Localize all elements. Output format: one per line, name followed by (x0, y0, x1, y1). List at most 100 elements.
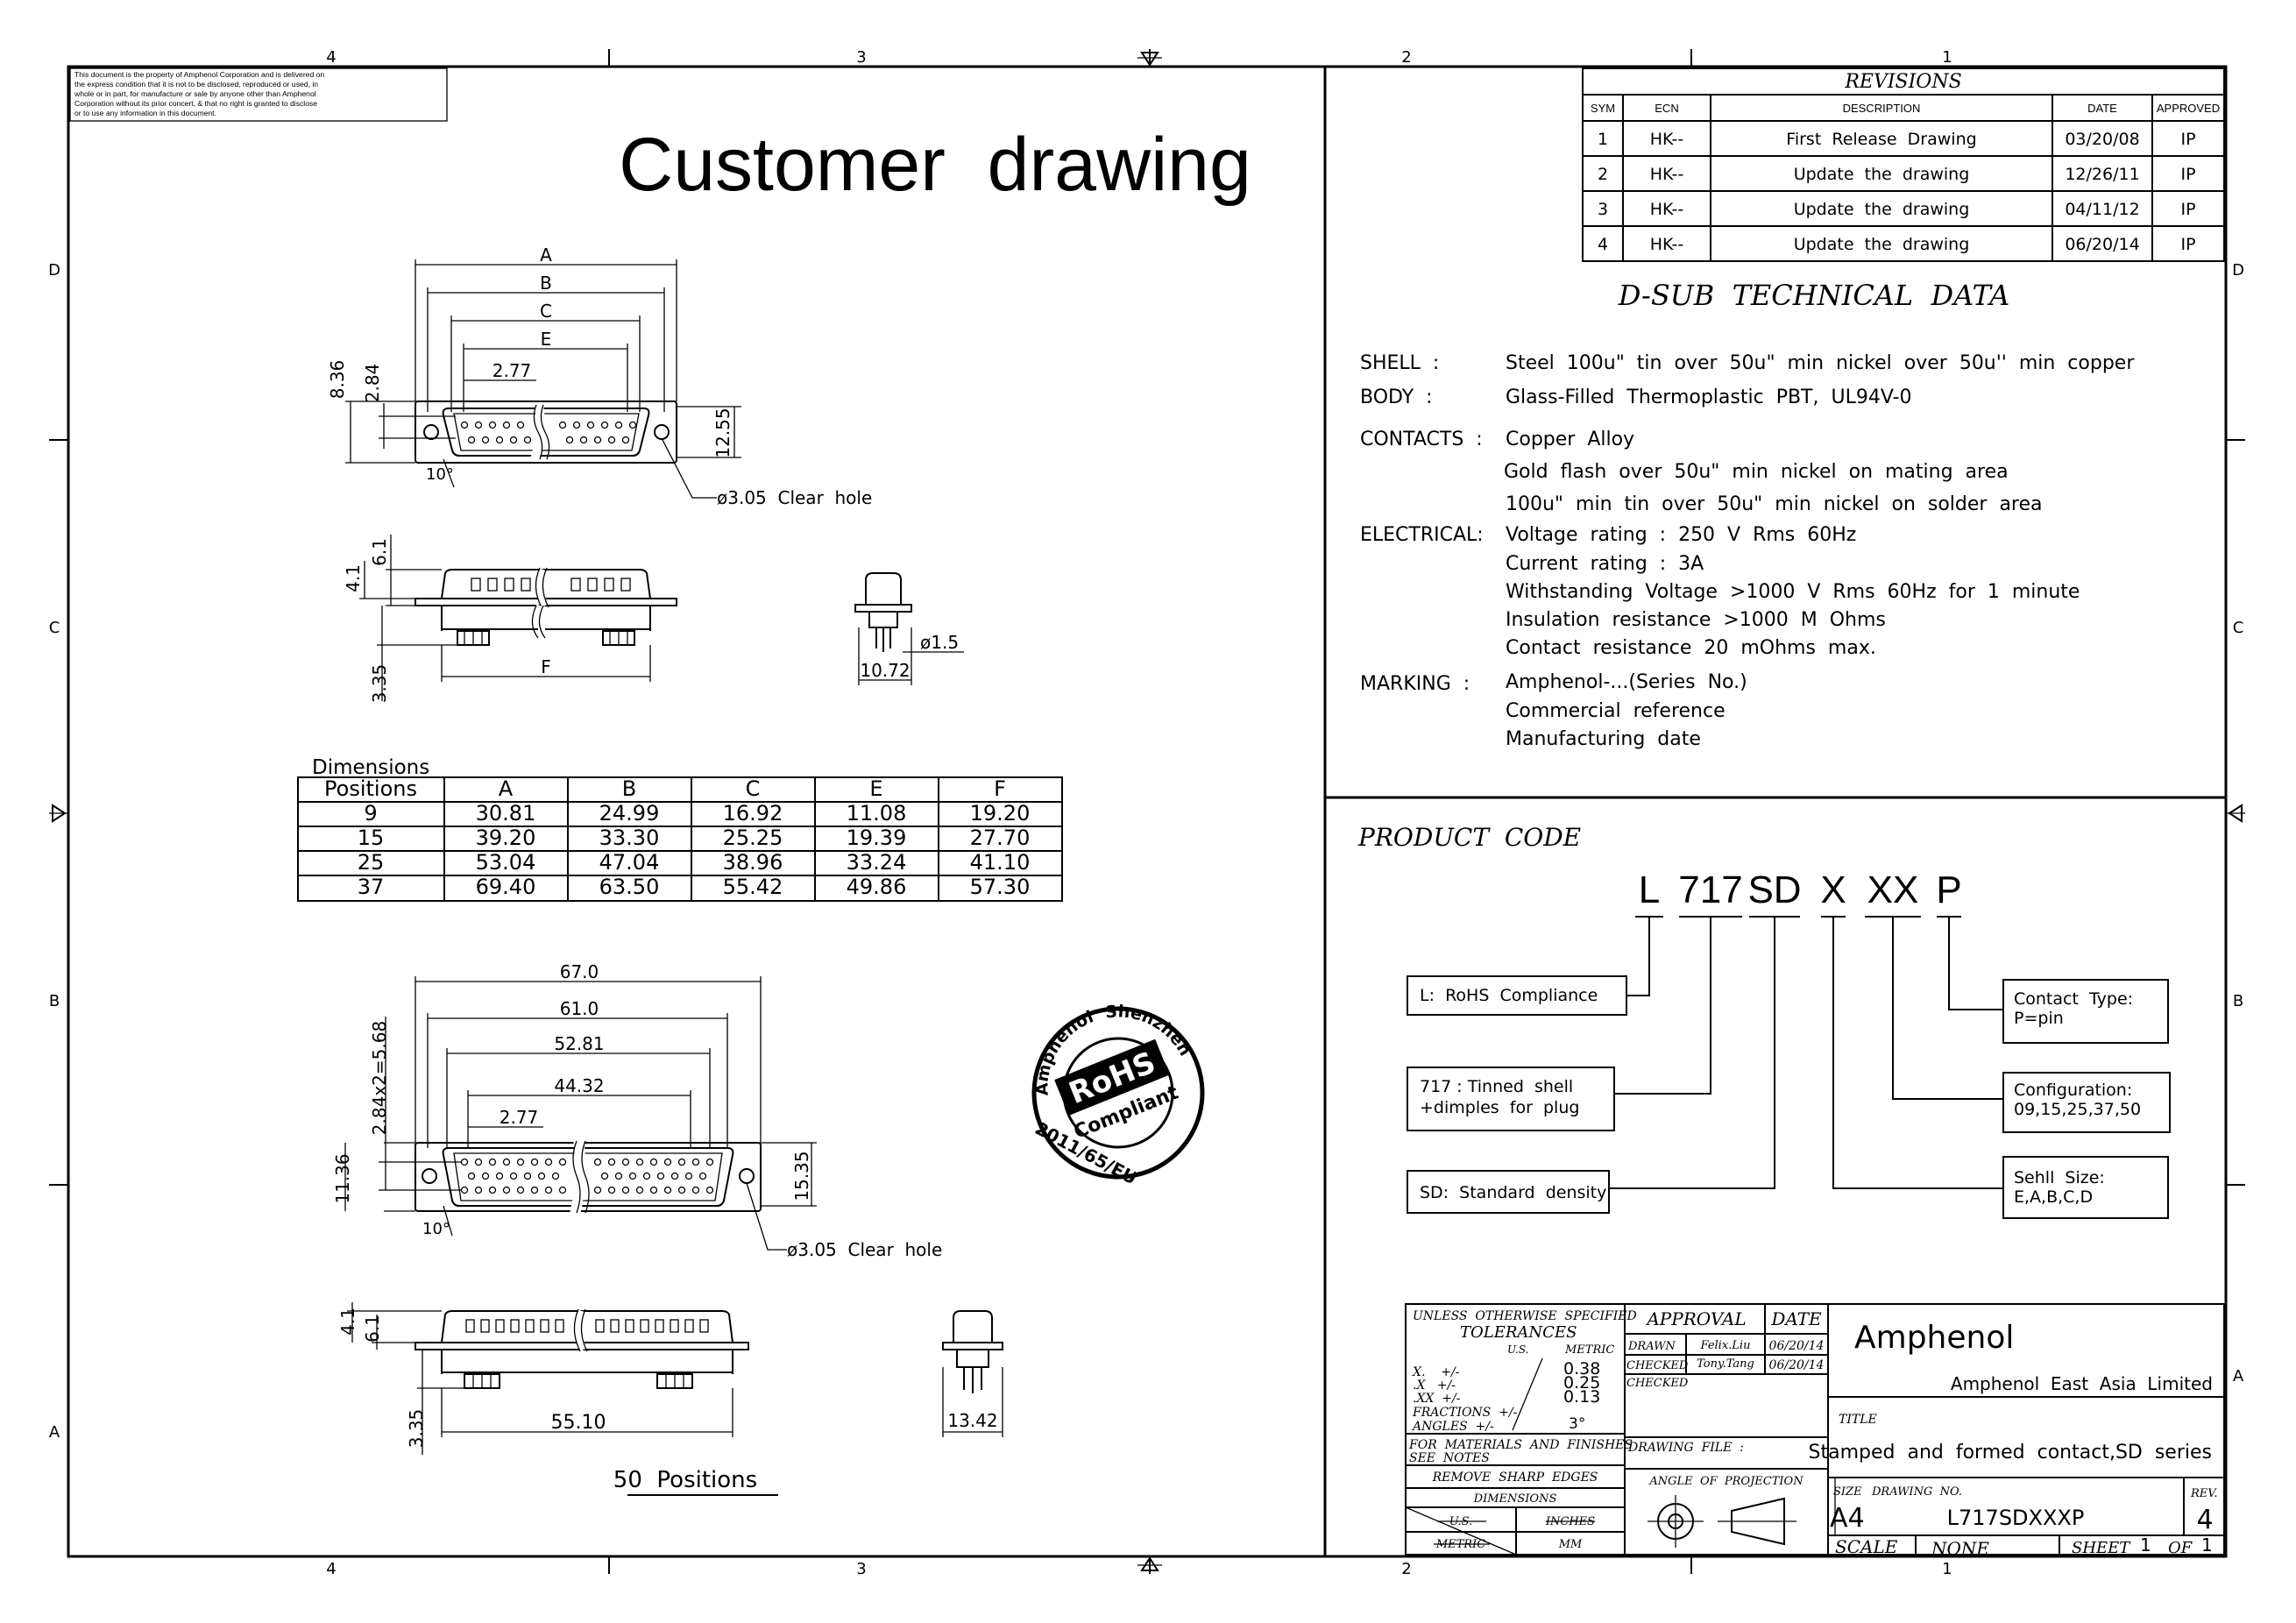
dim-15-label: 15.35 (791, 1151, 812, 1201)
svg-text:9: 9 (364, 801, 377, 826)
tb-tol-1x: .X +/- (1413, 1378, 1456, 1393)
tb-drawing-no-label: DRAWING NO. (1871, 1485, 1962, 1499)
tb-tol-2x-val: 0.13 (1563, 1387, 1600, 1407)
code-segment-x: X (1820, 868, 1846, 911)
tb-drawing-file: DRAWING FILE : (1627, 1441, 1744, 1455)
row-label-a-right: A (2233, 1367, 2244, 1386)
svg-text:69.40: 69.40 (476, 875, 536, 899)
svg-text:15: 15 (358, 826, 385, 850)
dim-s1-label: 6.1 (369, 538, 390, 566)
tech-text-marking-3: Manufacturing date (1506, 728, 1701, 750)
angle2-label: 10° (422, 1220, 450, 1238)
dim-header-c: C (746, 776, 761, 801)
code-segment-p: P (1936, 868, 1961, 911)
tb-drawn-date: 06/20/14 (1769, 1339, 1825, 1353)
tb-scale: NONE (1931, 1538, 1989, 1559)
dimensions-header-row: Positions A B C E F (324, 776, 1006, 801)
tb-drawn: DRAWN (1627, 1340, 1676, 1353)
tb-rev-label: REV. (2190, 1487, 2218, 1500)
center-arrow-bottom (1140, 1556, 1159, 1571)
tb-tol-1x-val: 0.25 (1563, 1373, 1600, 1393)
dim-67-label: 67.0 (560, 961, 599, 982)
tb-dim-mm: MM (1558, 1538, 1583, 1551)
disclaimer-line-2: the express condition that it is not to … (74, 80, 318, 89)
depth-label: 10.72 (860, 660, 910, 681)
svg-text:27.70: 27.70 (970, 826, 1031, 850)
tb-approval: APPROVAL (1645, 1308, 1746, 1329)
tech-label-shell: SHELL : (1360, 352, 1439, 374)
svg-text:1: 1 (1598, 130, 1608, 149)
code-box-config-line2: 09,15,25,37,50 (2014, 1100, 2141, 1119)
svg-text:4: 4 (1598, 235, 1608, 254)
pin-rows-50 (460, 1158, 714, 1194)
svg-text:57.30: 57.30 (970, 875, 1031, 899)
dim-pitch2-label: 2.77 (500, 1107, 539, 1128)
tb-checked-date: 06/20/14 (1769, 1358, 1825, 1372)
tb-checked-by: Tony.Tang (1697, 1357, 1754, 1371)
dim-s3-label: 3.35 (369, 664, 390, 704)
tb-metric: METRIC (1564, 1343, 1614, 1357)
row-label-b-right: B (2233, 992, 2243, 1010)
rev-header-description: DESCRIPTION (1843, 102, 1921, 115)
table-row: 2 HK-- Update the drawing 12/26/11 IP (1598, 165, 2196, 184)
code-segment-717: 717 (1678, 868, 1742, 911)
dim-568-label: 2.84x2=5.68 (369, 1021, 390, 1135)
tech-text-shell: Steel 100u" tin over 50u" min nickel ove… (1506, 352, 2135, 374)
disclaimer-line-1: This document is the property of Ampheno… (74, 70, 324, 79)
dim-h1-label: 8.36 (327, 360, 348, 400)
disclaimer-line-4: Corporation without its prior concert, &… (74, 99, 317, 108)
col-label-1: 1 (1942, 48, 1952, 67)
dim-h3-label: 12.55 (712, 408, 733, 457)
drawing-1-end-view: ø1.5 10.72 (854, 572, 964, 685)
code-segment-l: L (1639, 868, 1660, 911)
svg-text:55.42: 55.42 (723, 875, 783, 899)
svg-text:33.30: 33.30 (599, 826, 660, 850)
tech-label-contacts: CONTACTS : (1360, 429, 1483, 450)
tech-text-contacts-2: Gold flash over 50u" min nickel on matin… (1504, 461, 2009, 483)
dim-61-label: 61.0 (560, 998, 599, 1019)
dim-55-label: 55.10 (551, 1412, 606, 1434)
tech-label-body: BODY : (1360, 386, 1433, 408)
dim-11-label: 11.36 (332, 1153, 353, 1203)
table-row: 4 HK-- Update the drawing 06/20/14 IP (1598, 235, 2196, 254)
col-label-2: 2 (1401, 48, 1411, 67)
tb-us: U.S. (1507, 1343, 1528, 1356)
product-code-title: PRODUCT CODE (1357, 823, 1581, 852)
row-label-c: C (49, 619, 60, 637)
tb-materials-1: FOR MATERIALS AND FINISHES (1408, 1438, 1633, 1452)
dim-s2-label: 4.1 (343, 564, 364, 592)
tb-angle-projection: ANGLE OF PROJECTION (1648, 1475, 1803, 1488)
dim-e-label: E (541, 329, 552, 350)
code-box-shell-size (2002, 1156, 2169, 1219)
title-block: UNLESS OTHERWISE SPECIFIED TOLERANCES U.… (1405, 1303, 2225, 1559)
tech-text-electrical-5: Contact resistance 20 mOhms max. (1506, 637, 1876, 659)
revisions-table: REVISIONS SYM ECN DESCRIPTION DATE APPRO… (1582, 67, 2225, 262)
tb-company: Amphenol (1854, 1320, 2014, 1356)
tech-text-contacts-3: 100u" min tin over 50u" min nickel on so… (1506, 493, 2043, 515)
drawing-2-top-view: 67.0 61.0 52.81 44.32 2.77 (332, 961, 942, 1260)
tb-tol-2x: .XX +/- (1413, 1392, 1461, 1406)
code-box-tinned-line2: +dimples for plug (1420, 1098, 1579, 1117)
tech-text-electrical-4: Insulation resistance >1000 M Ohms (1506, 609, 1886, 631)
code-box-contact-line2: P=pin (2014, 1009, 2064, 1028)
code-box-configuration (2002, 1072, 2171, 1133)
tech-text-body: Glass-Filled Thermoplastic PBT, UL94V-0 (1506, 386, 1912, 408)
tb-tol-x: X. +/- (1412, 1365, 1460, 1379)
svg-text:38.96: 38.96 (723, 850, 783, 875)
tb-remove-edges: REMOVE SHARP EDGES (1432, 1471, 1598, 1485)
drawing-1-top-view: A B C E 2.77 (327, 245, 872, 508)
drawing-2-side-view: 55.10 4.1 6.1 3.35 (337, 1302, 749, 1455)
tb-unless: UNLESS OTHERWISE SPECIFIED (1413, 1309, 1637, 1323)
svg-text:49.86: 49.86 (847, 875, 907, 899)
tech-text-electrical-2: Current rating : 3A (1506, 553, 1704, 575)
tb-checked-2: CHECKED (1626, 1377, 1689, 1390)
tb-tol-angles-val: 3° (1569, 1415, 1585, 1433)
code-box-config-line1: Configuration: (2014, 1081, 2132, 1100)
tb-company-full: Amphenol East Asia Limited (1951, 1373, 2213, 1394)
tb-tol-fractions: FRACTIONS +/- (1412, 1406, 1518, 1420)
dim-header-f: F (994, 776, 1006, 801)
svg-text:Update the drawing: Update the drawing (1794, 165, 1970, 184)
dim-3-35-label: 3.35 (406, 1409, 427, 1449)
table-row: 1 HK-- First Release Drawing 03/20/08 IP (1598, 130, 2196, 149)
svg-text:19.39: 19.39 (847, 826, 907, 850)
